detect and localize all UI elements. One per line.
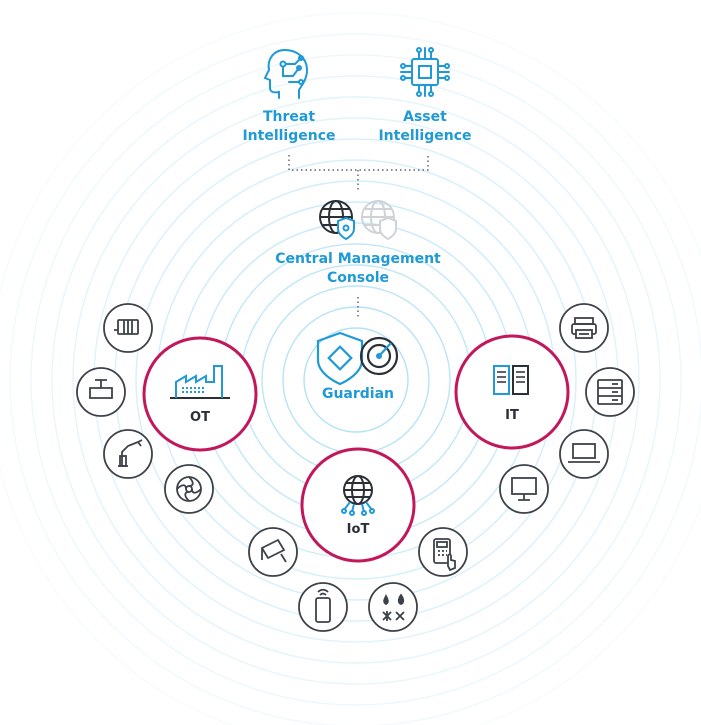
chip-icon [400,47,450,97]
svg-text:.: . [167,137,168,142]
central-management-console-label: Central Management Console [275,251,441,286]
security-camera-icon [248,527,298,577]
wave-ring [51,75,661,685]
hvac-unit-icon [103,303,153,353]
factory-icon [170,365,230,399]
printer-icon [559,303,609,353]
wave-ring [261,285,451,475]
ot-label: OT [190,410,210,425]
wave-ring [303,327,409,433]
valve-icon [76,367,126,417]
iot-globe-icon [341,475,375,516]
device-nodes [76,303,635,632]
shield-radar-icon [316,331,399,386]
wave-ring [0,12,701,725]
threat-intelligence-label: Threat Intelligence [242,109,336,144]
monitor-icon [499,464,549,514]
wave-ring [72,96,640,664]
robotic-arm-icon [103,429,153,479]
iot-label: IoT [346,522,370,537]
keypad-icon [418,527,468,577]
asset-intelligence-label: Asset Intelligence [378,109,472,144]
wave-ring [9,33,701,725]
guardian-label: Guardian [321,386,395,402]
server-icon [585,367,635,417]
server-rack-icon [493,365,529,395]
wave-ring [30,54,682,706]
fan-icon [164,464,214,514]
brain-circuit-icon [263,49,309,99]
ot-hub-ring [142,336,258,452]
globe-shield-icon [319,200,397,241]
dotted-connectors [288,155,429,318]
smartphone-icon [298,582,348,632]
wave-ring [135,159,577,601]
laptop-icon [559,429,609,479]
wave-ring [282,306,430,454]
environment-sensor-icon [368,582,418,632]
it-label: IT [505,408,519,423]
